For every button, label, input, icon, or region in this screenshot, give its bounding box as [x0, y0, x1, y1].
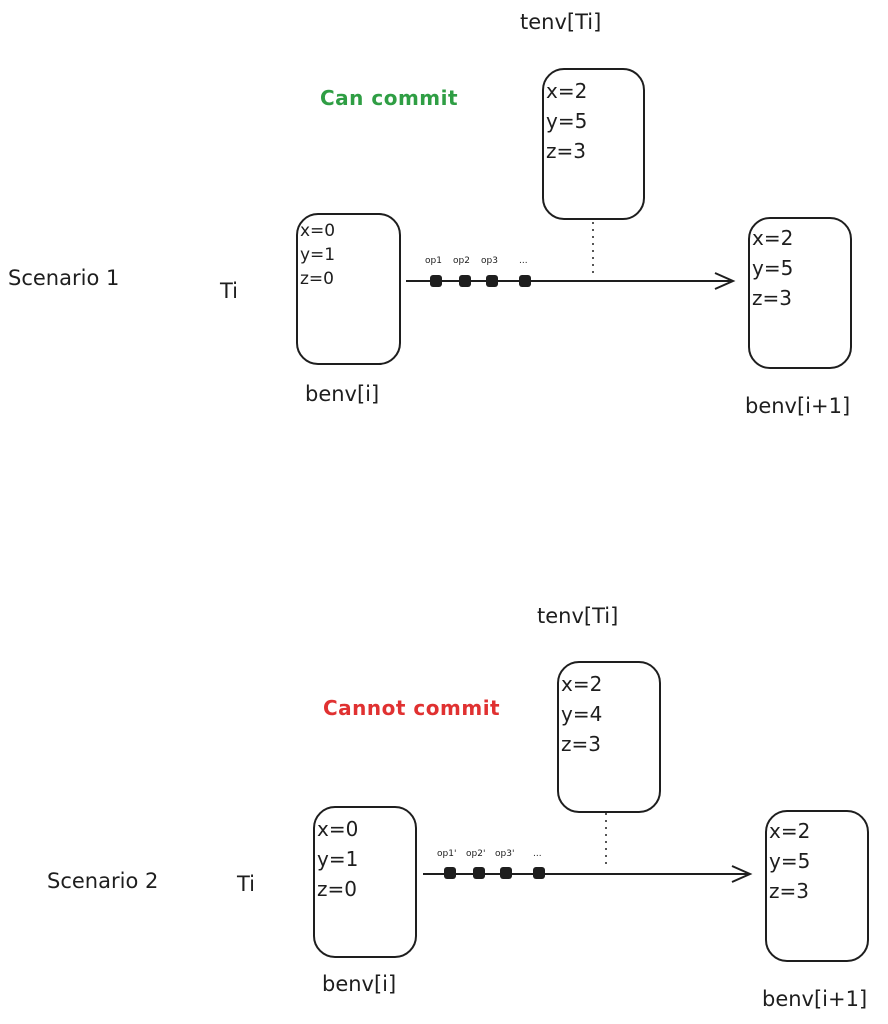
op-label: op3	[481, 256, 498, 266]
commit-status: Can commit	[320, 86, 459, 110]
tenv-y: y=5	[546, 109, 588, 133]
op-label: ...	[533, 849, 542, 859]
benv-end-label: benv[i+1]	[762, 987, 868, 1011]
scenario-title: Scenario 2	[47, 869, 159, 893]
op-label: op2'	[466, 849, 486, 859]
benv-end-x: x=2	[752, 226, 794, 250]
op-marker	[533, 867, 545, 879]
benv-end-x: x=2	[769, 819, 811, 843]
benv-start-z: z=0	[317, 877, 357, 901]
op-marker	[519, 275, 531, 287]
op-marker	[500, 867, 512, 879]
benv-start-box: x=0 y=1 z=0	[296, 213, 401, 365]
tenv-z: z=3	[546, 139, 586, 163]
commit-status: Cannot commit	[323, 696, 501, 720]
tenv-x: x=2	[561, 672, 603, 696]
tenv-label: tenv[Ti]	[520, 10, 602, 34]
benv-end-y: y=5	[769, 849, 811, 873]
transaction-label: Ti	[237, 872, 256, 896]
op-marker	[486, 275, 498, 287]
op-label: op3'	[495, 849, 515, 859]
benv-end-z: z=3	[752, 286, 792, 310]
arrow-head-2	[731, 865, 753, 883]
tenv-x: x=2	[546, 79, 588, 103]
benv-end-box: x=2 y=5 z=3	[748, 217, 852, 369]
transaction-label: Ti	[220, 279, 239, 303]
tenv-label: tenv[Ti]	[537, 604, 619, 628]
benv-start-y: y=1	[300, 245, 336, 265]
benv-end-box: x=2 y=5 z=3	[765, 810, 869, 962]
op-marker	[430, 275, 442, 287]
benv-start-z: z=0	[300, 269, 334, 289]
tenv-box: x=2 y=4 z=3	[557, 661, 661, 813]
op-label: op2	[453, 256, 470, 266]
benv-start-x: x=0	[300, 221, 336, 241]
benv-start-box: x=0 y=1 z=0	[313, 806, 417, 958]
benv-start-x: x=0	[317, 817, 359, 841]
scenario-title: Scenario 1	[8, 266, 120, 290]
arrow-head-1	[714, 272, 736, 290]
tenv-y: y=4	[561, 702, 603, 726]
op-label: op1	[425, 256, 442, 266]
op-marker	[459, 275, 471, 287]
benv-start-label: benv[i]	[305, 382, 380, 406]
benv-end-z: z=3	[769, 879, 809, 903]
op-marker	[444, 867, 456, 879]
benv-end-label: benv[i+1]	[745, 394, 851, 418]
op-marker	[473, 867, 485, 879]
tenv-box: x=2 y=5 z=3	[542, 68, 645, 220]
op-label: ...	[519, 256, 528, 266]
benv-end-y: y=5	[752, 256, 794, 280]
benv-start-label: benv[i]	[322, 972, 397, 996]
benv-start-y: y=1	[317, 847, 359, 871]
tenv-z: z=3	[561, 732, 601, 756]
op-label: op1'	[437, 849, 457, 859]
